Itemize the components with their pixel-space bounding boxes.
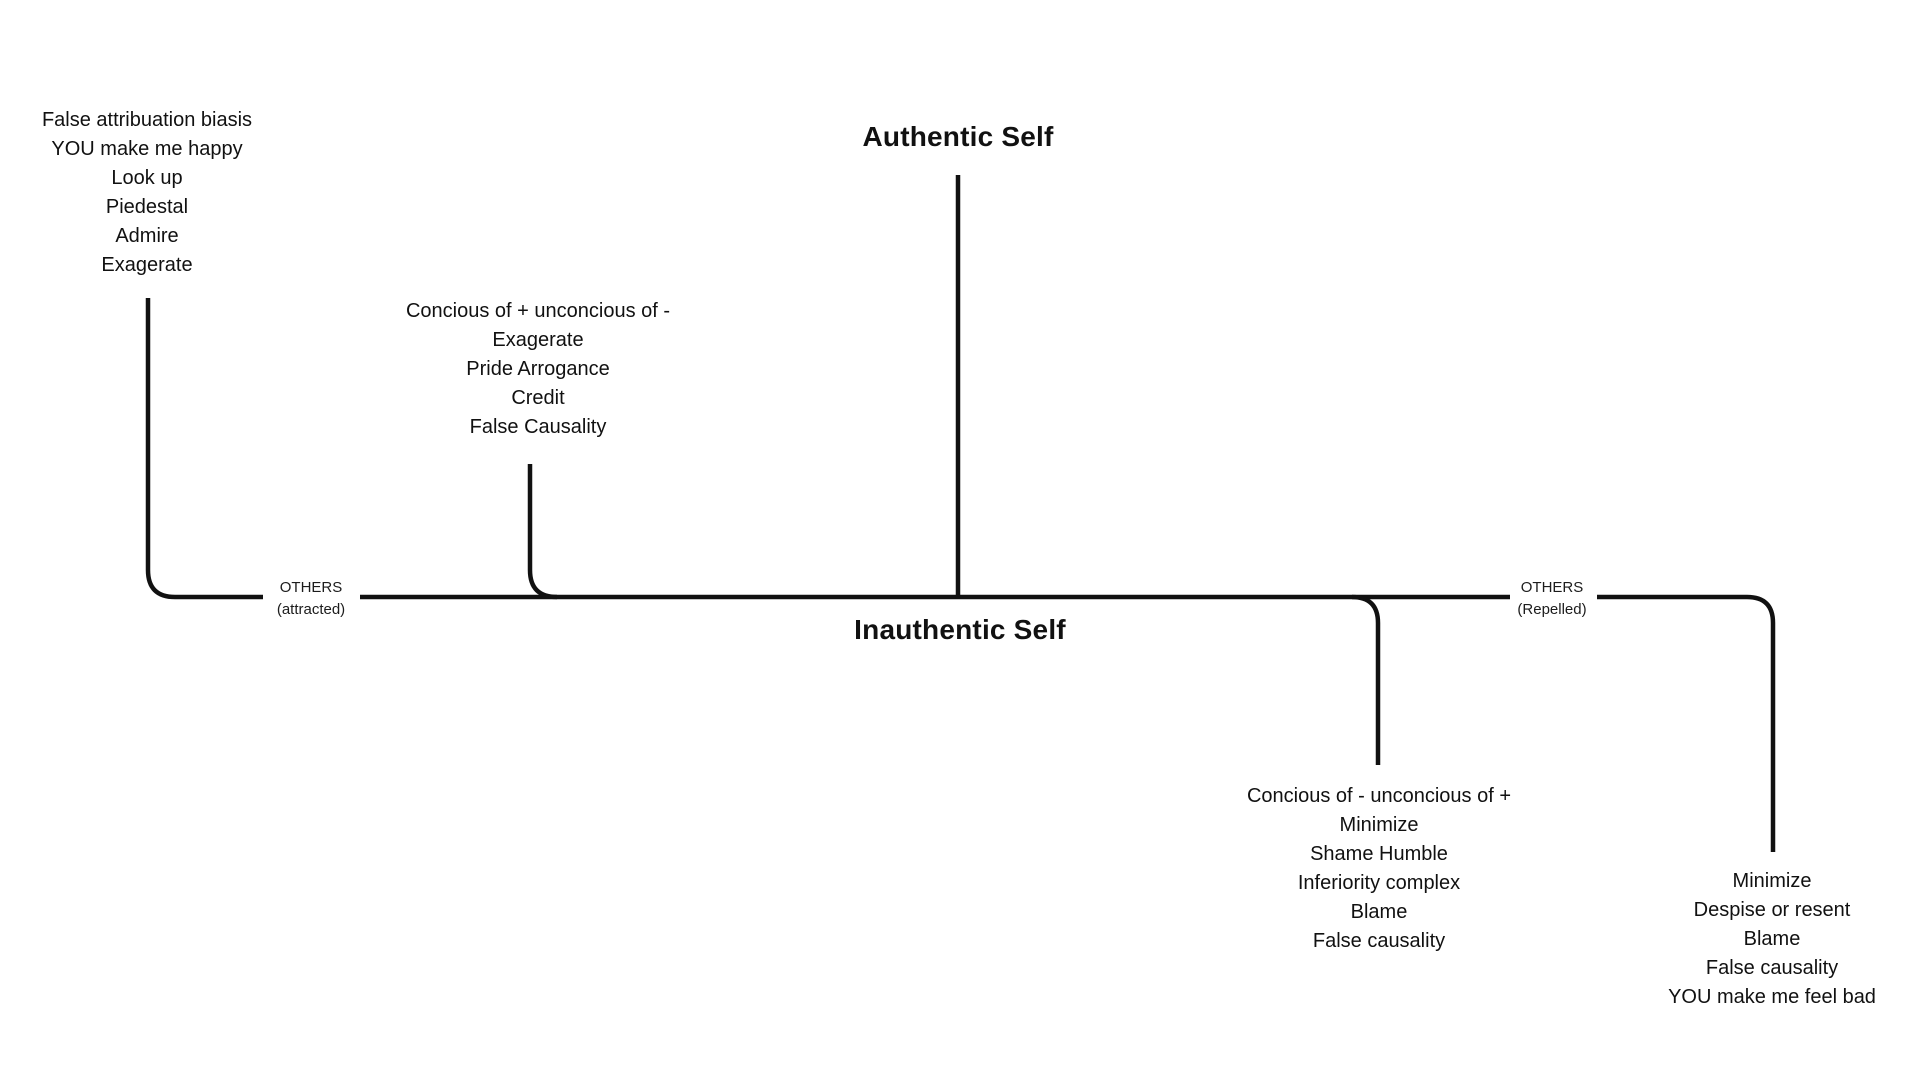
text-line: False causality	[1705, 957, 1839, 979]
text-line: Minimize	[1732, 870, 1812, 892]
text-line: Blame	[1350, 901, 1408, 923]
conscious-plus-connector-line	[527, 464, 558, 600]
label-others-repelled: OTHERS (Repelled)	[1517, 577, 1586, 621]
text-line: Pride Arrogance	[466, 358, 610, 380]
text-line: Exagerate	[492, 329, 584, 351]
text-line: Admire	[115, 225, 179, 247]
others-attracted-line1: OTHERS	[279, 579, 343, 596]
block-conscious-minus: Concious of - unconcious of + Minimize S…	[1247, 782, 1511, 956]
text-line: YOU make me feel bad	[1668, 986, 1876, 1008]
text-line: Blame	[1743, 928, 1801, 950]
text-line: YOU make me happy	[51, 138, 243, 160]
text-line: Despise or resent	[1693, 899, 1851, 921]
text-line: Shame Humble	[1310, 843, 1448, 865]
block-attracted-projections: False attribuation biasis YOU make me ha…	[42, 106, 252, 280]
text-line: Concious of - unconcious of +	[1246, 785, 1512, 807]
text-line: Inferiority complex	[1297, 872, 1461, 894]
text-line: False attribuation biasis	[41, 109, 253, 131]
label-others-attracted: OTHERS (attracted)	[277, 577, 345, 621]
text-line: False Causality	[469, 416, 607, 438]
others-attracted-line2: (attracted)	[276, 601, 346, 618]
text-line: Minimize	[1339, 814, 1419, 836]
main-axis-line-right	[1597, 594, 1776, 852]
text-line: Look up	[111, 167, 183, 189]
text-line: Exagerate	[101, 254, 193, 276]
text-line: Credit	[511, 387, 565, 409]
conscious-minus-connector-line	[1351, 594, 1381, 765]
text-line: False causality	[1312, 930, 1446, 952]
title-authentic-self: Authentic Self	[862, 121, 1054, 152]
block-conscious-plus: Concious of + unconcious of - Exagerate …	[406, 297, 670, 442]
attracted-connector-line	[145, 298, 263, 600]
block-repelled-projections: Minimize Despise or resent Blame False c…	[1668, 867, 1876, 1012]
text-line: Piedestal	[105, 196, 189, 218]
others-repelled-line2: (Repelled)	[1517, 601, 1587, 618]
others-repelled-line1: OTHERS	[1520, 579, 1584, 596]
text-line: Concious of + unconcious of -	[405, 300, 671, 322]
label-inauthentic-self: Inauthentic Self	[854, 614, 1066, 645]
